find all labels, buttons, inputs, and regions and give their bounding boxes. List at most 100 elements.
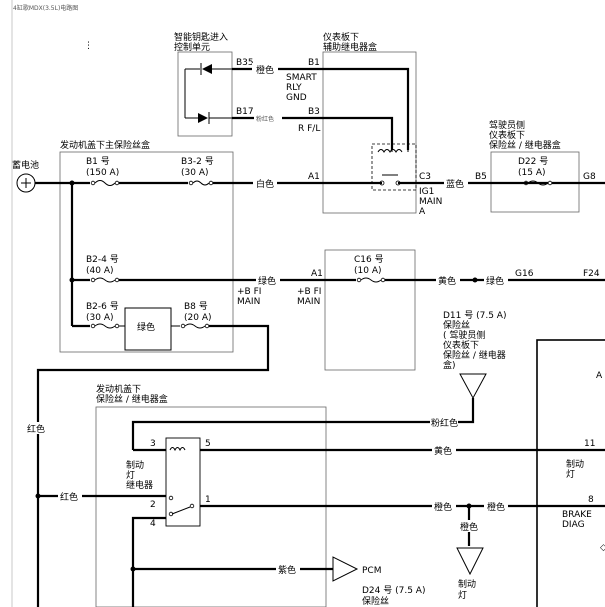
d11-label-4: 仪表板下 [443, 339, 479, 351]
fuse-b2-4-label-1: B2-4 号 [86, 254, 119, 265]
right-module-box [536, 339, 605, 607]
fuse-b8-pin-r [204, 323, 210, 329]
d24-label-2: 保险丝 [362, 595, 389, 607]
smart-key-unit-box [177, 51, 233, 137]
brake-relay-box [165, 437, 201, 527]
fuse-b1-label-1: B1 号 [86, 156, 110, 167]
wire-color-orange-2: 橙色 [487, 501, 505, 513]
decorative-marks: ⋮ [84, 41, 93, 51]
pin-8: 8 [588, 495, 594, 505]
fuse-b2-6-pin-l [90, 323, 96, 329]
wire-color-orange-3: 橙色 [460, 521, 478, 533]
brake-diag-2: DIAG [562, 520, 585, 530]
fuse-b2-4-label-2: (40 A) [86, 266, 114, 276]
rfl-label: R F/L [298, 124, 320, 134]
engine-main-fuse-box-label: 发动机盖下主保险丝盒 [60, 139, 150, 151]
fuse-c16-label-2: (10 A) [354, 266, 382, 276]
fuse-d22-icon [527, 180, 549, 186]
brake-light-arrow [456, 547, 484, 576]
fuse-b2-6-icon [94, 323, 116, 329]
brake-relay-label-1: 制动 [126, 459, 144, 471]
wire-label-bg-white [253, 177, 277, 189]
relay-contact-1 [189, 503, 195, 509]
relay-pin-1: 1 [205, 495, 211, 505]
fuse-d22-pin-l [523, 180, 529, 186]
engine-main-fuse-box [59, 151, 234, 353]
wire-color-red-vertical: 红色 [27, 423, 45, 435]
ig1-main-2: MAIN [419, 197, 442, 207]
brake-diag-1: BRAKE [562, 510, 592, 520]
brake-relay-label-2: 灯 [126, 470, 135, 481]
wire-relay-pin4 [131, 516, 166, 607]
pin-a1b: A1 [311, 269, 323, 279]
fuse-d22-label-2: (15 A) [518, 168, 546, 178]
wire-label-bg-orange-2 [484, 500, 508, 512]
dash-relay-box-label-2: 辅助继电器盒 [323, 41, 377, 53]
wire-color-green-2: 绿色 [137, 321, 155, 333]
pin-c3: C3 [419, 172, 431, 182]
wire-color-red-horizontal: 红色 [60, 491, 78, 503]
wire-label-bg-red-v [26, 422, 50, 434]
pin-a1: A1 [308, 172, 320, 182]
d11-label-6: 盒) [443, 359, 456, 371]
relay-switch-blade [171, 506, 191, 515]
wire-label-bg-orange-3 [458, 520, 482, 532]
wire-label-bg-green-2 [134, 320, 160, 332]
wire-d11-relay [131, 398, 475, 450]
pin-g8: G8 [583, 172, 596, 182]
fuse-b1-pin-r [114, 180, 120, 186]
wire-label-bg-green-1 [256, 274, 280, 286]
fuse-c16-label-1: C16 号 [354, 254, 384, 265]
pin-f24: F24 [583, 269, 600, 279]
driver-fuse-box-label-3: 保险丝 / 继电器盒 [489, 139, 561, 151]
brake-relay-coil-icon [169, 447, 186, 452]
wire-color-white: 白色 [256, 178, 274, 190]
smart-key-unit-label-2: 控制单元 [174, 41, 210, 53]
relay-contact-2 [168, 495, 174, 501]
wire-b17-b3 [232, 116, 394, 150]
brake-light-right-1: 制动 [566, 458, 584, 470]
wire-color-yellow-2: 黄色 [434, 445, 452, 457]
wire-label-bg-yellow-2 [432, 444, 456, 456]
brake-light-bottom-2: 灯 [458, 590, 467, 601]
wire-color-orange-top: 橙色 [256, 64, 274, 76]
fuse-b2-4-pin-r [114, 277, 120, 283]
wire-label-bg-pink-top [254, 112, 282, 124]
c16-fuse-box [324, 249, 416, 371]
pcm-label: PCM [362, 566, 381, 576]
dash-relay-box-label-1: 仪表板下 [323, 31, 359, 43]
pin-b5: B5 [475, 172, 487, 182]
smart-rly-gnd-3: GND [286, 93, 307, 103]
wire-label-bg-blue [444, 177, 468, 189]
right-module-a: A [596, 371, 603, 381]
engine-fuse-relay-box-label-1: 发动机盖下 [96, 383, 141, 395]
wire-color-pink-red-top: 粉红色 [256, 115, 274, 123]
smart-rly-gnd-2: RLY [286, 83, 302, 93]
b-fi-main-2b: MAIN [297, 297, 320, 307]
relay-pin-4: 4 [150, 519, 156, 529]
smart-rly-gnd-1: SMART [286, 73, 317, 83]
engine-fuse-relay-box-label-2: 保险丝 / 继电器盒 [96, 393, 168, 405]
page-header-title: 4缸歌MDX(3.5L)电路图 [13, 4, 78, 12]
wire-b26-b8-loop [124, 326, 172, 351]
wire-label-bg-red-h [58, 490, 82, 502]
wire-label-bg-orange-top [252, 63, 278, 75]
junction-g16 [472, 277, 478, 283]
brake-light-bottom-1: 制动 [458, 578, 476, 590]
fuse-c16-pin-r [380, 277, 386, 283]
relay-pin-3: 3 [150, 439, 156, 449]
wire-color-green-3: 绿色 [486, 275, 504, 287]
d11-label-5: 保险丝 / 继电器 [443, 349, 506, 361]
fuse-b8-label-1: B8 号 [184, 301, 208, 312]
junction-red [35, 493, 41, 499]
b-fi-main-1b: MAIN [237, 297, 260, 307]
fuse-b2-4-icon [94, 277, 116, 283]
wire-label-bg-pink-mid [430, 416, 458, 428]
wire-color-purple: 紫色 [278, 564, 296, 576]
wire-label-bg-green-3 [484, 274, 508, 286]
fuse-c16-pin-l [356, 277, 362, 283]
fuse-b2-4-pin-l [90, 277, 96, 283]
right-module-mark: ◇ [600, 543, 605, 553]
d11-label-1: D11 号 (7.5 A) [443, 310, 506, 321]
